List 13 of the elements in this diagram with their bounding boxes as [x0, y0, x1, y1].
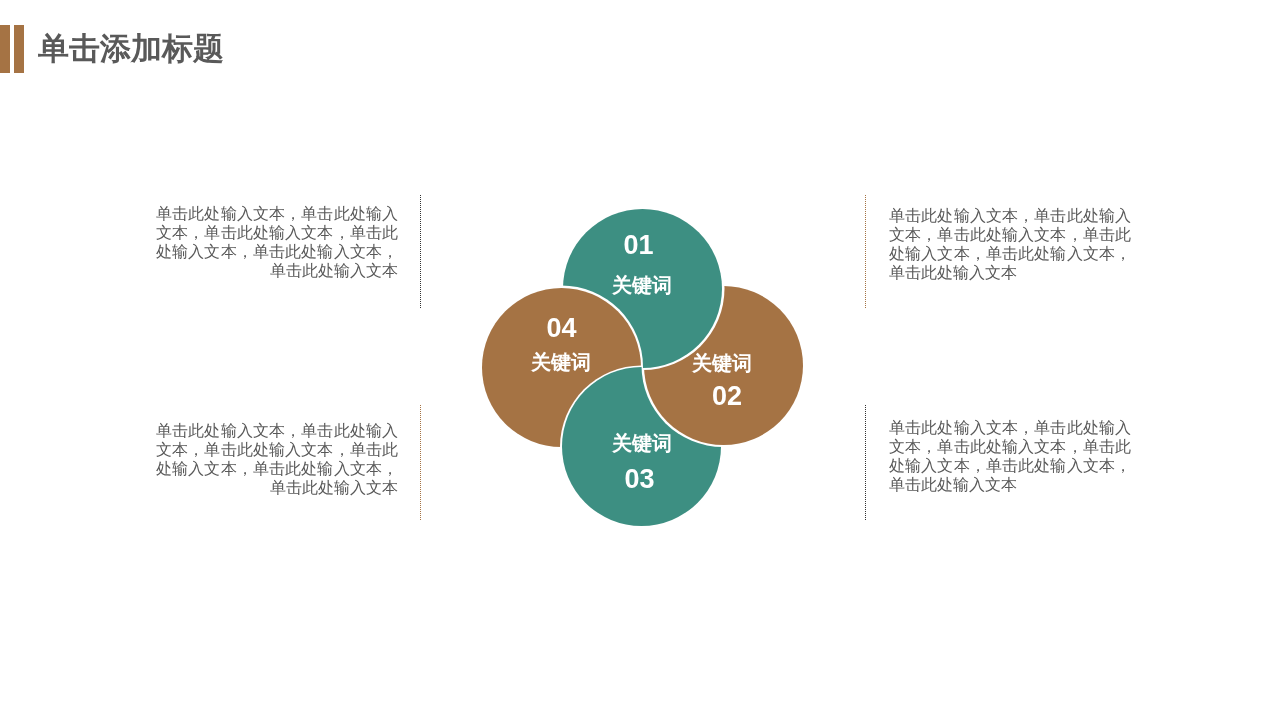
keyword-label: 关键词	[611, 272, 672, 297]
keyword-label: 关键词	[530, 350, 591, 374]
body-text: 单击此处输入文本，单击此处输入文本，单击此处输入文本，单击此处输入文本，单击此处输入文本，单击此处输入文本	[889, 205, 1131, 283]
slide-title: 单击添加标题	[38, 31, 224, 67]
number-label: 03	[624, 463, 655, 494]
body-text: 单击此处输入文本，单击此处输入文本，单击此处输入文本，单击此处输入文本，单击此处输入文本，单击此处输入文本	[889, 417, 1131, 495]
number-label: 02	[712, 380, 742, 411]
body-text: 单击此处输入文本，单击此处输入文本，单击此处输入文本，单击此处输入文本，单击此处输入文本，单击此处输入文本	[156, 203, 398, 281]
number-label: 01	[623, 229, 654, 260]
number-label: 04	[546, 313, 577, 343]
keyword-label: 关键词	[692, 350, 752, 375]
keyword-label: 关键词	[611, 430, 672, 455]
body-text: 单击此处输入文本，单击此处输入文本，单击此处输入文本，单击此处输入文本，单击此处输入文本，单击此处输入文本	[156, 420, 398, 498]
